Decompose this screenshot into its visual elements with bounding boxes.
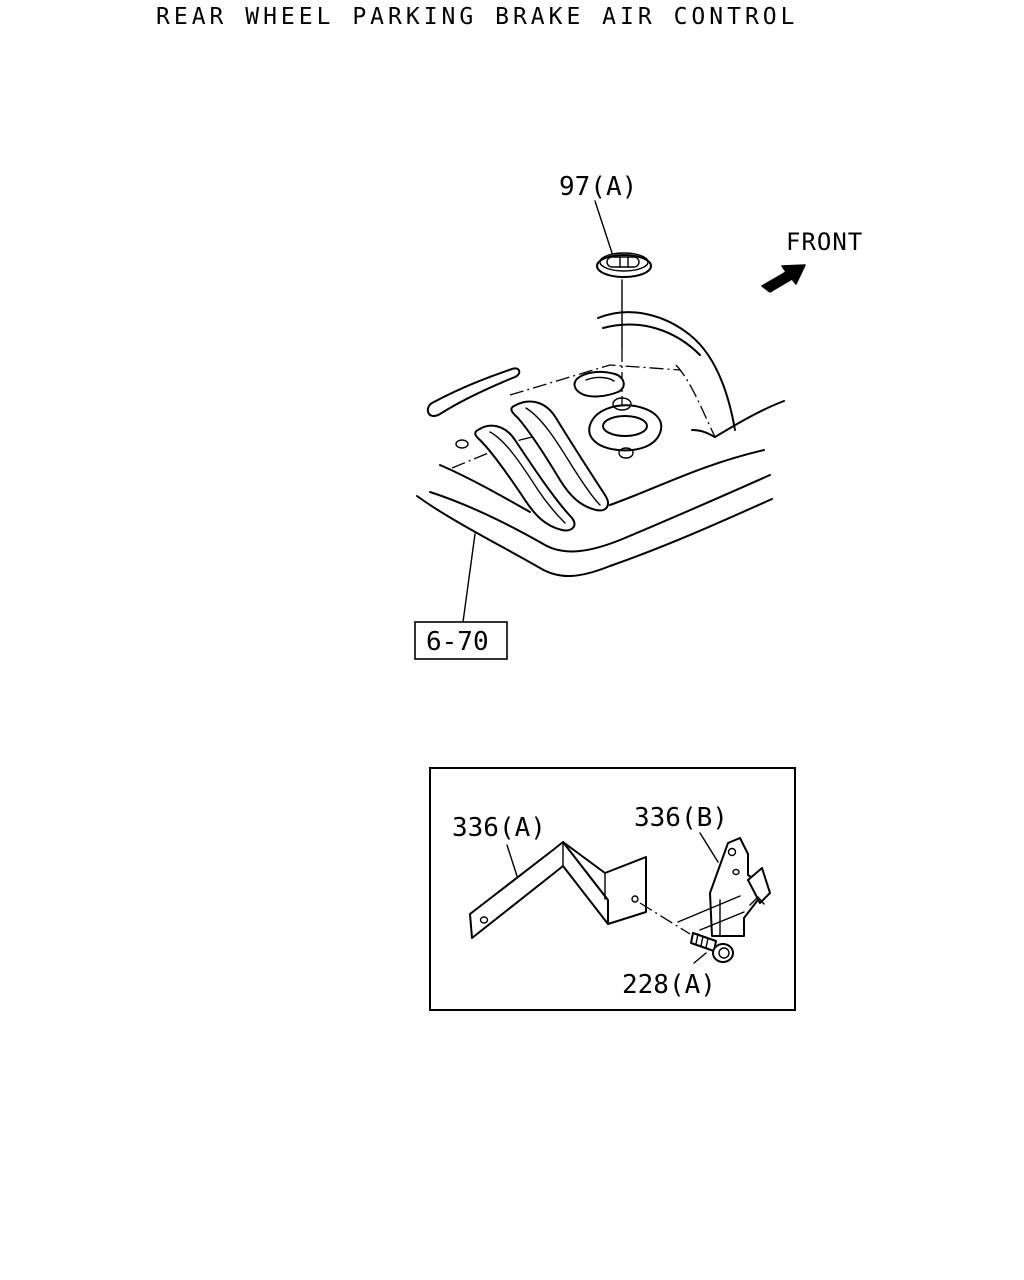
front-label: FRONT	[786, 228, 863, 256]
bolt-part	[690, 932, 734, 963]
leader-bolt	[693, 952, 707, 964]
leader-floor-panel	[462, 533, 476, 623]
callout-grommet: 97(A)	[559, 172, 637, 202]
arrow-icon	[761, 264, 806, 293]
grommet-part	[596, 252, 652, 278]
leader-bracket-a	[506, 844, 518, 877]
callout-floor-panel[interactable]: 6-70	[426, 627, 489, 657]
bracket-b-part	[677, 837, 771, 937]
leader-grommet	[594, 200, 613, 254]
install-line-bolt	[639, 902, 691, 935]
page-title: REAR WHEEL PARKING BRAKE AIR CONTROL	[156, 4, 799, 30]
ref-box-floor-panel[interactable]	[414, 621, 508, 660]
callout-bolt: 228(A)	[622, 970, 716, 1000]
detail-frame	[429, 767, 796, 1011]
bracket-a-part	[469, 841, 647, 939]
leader-bracket-b	[699, 832, 719, 863]
floor-panel	[416, 311, 785, 578]
callout-bracket-b: 336(B)	[634, 803, 728, 833]
callout-bracket-a: 336(A)	[452, 813, 546, 843]
